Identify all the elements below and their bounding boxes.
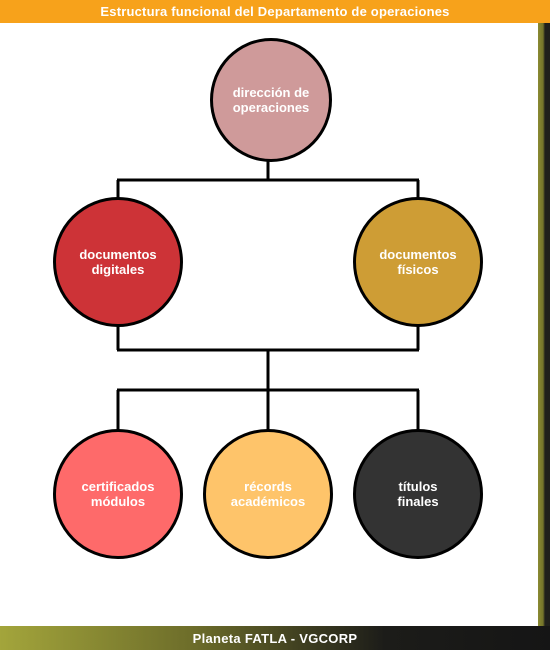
node-digitales-label: documentos digitales (79, 247, 157, 277)
footer-text: Planeta FATLA - VGCORP (192, 630, 358, 646)
page-header: Estructura funcional del Departamento de… (0, 0, 550, 23)
page-title: Estructura funcional del Departamento de… (100, 4, 450, 19)
right-edge-stripe (536, 23, 550, 626)
node-documentos-fisicos: documentos físicos (353, 197, 483, 327)
node-certificados-label: certificados módulos (81, 479, 155, 509)
node-direccion-operaciones: dirección de operaciones (210, 38, 332, 162)
page-footer: Planeta FATLA - VGCORP (0, 626, 550, 650)
node-titulos-label: títulos finales (397, 479, 439, 509)
node-certificados-modulos: certificados módulos (53, 429, 183, 559)
node-titulos-finales: títulos finales (353, 429, 483, 559)
node-fisicos-label: documentos físicos (379, 247, 457, 277)
node-direccion-label: dirección de operaciones (232, 85, 310, 115)
node-records-academicos: récords académicos (203, 429, 333, 559)
node-documentos-digitales: documentos digitales (53, 197, 183, 327)
node-records-label: récords académicos (230, 479, 306, 509)
